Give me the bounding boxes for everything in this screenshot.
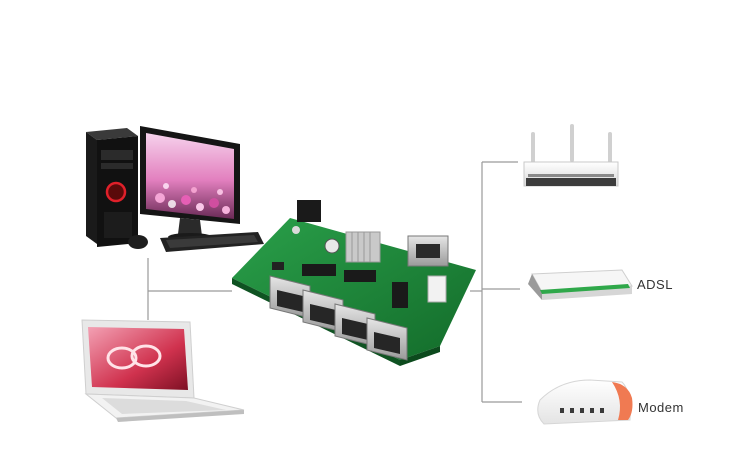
- dc-power-jack: [297, 200, 321, 222]
- pc-monitor: [140, 126, 240, 241]
- rings-icon: [106, 344, 162, 370]
- flower-field-icon: [155, 183, 230, 214]
- power-button-icon: [105, 181, 127, 203]
- adsl-label: ADSL: [637, 277, 673, 292]
- rj45-port-1: [269, 275, 311, 319]
- rj45-port-3: [334, 303, 376, 347]
- mouse: [128, 235, 148, 249]
- desktop-computer: [86, 126, 264, 252]
- rj45-port-4: [366, 317, 408, 361]
- modem-device: [537, 379, 633, 425]
- heatsink: [345, 231, 381, 263]
- laptop-computer: [81, 319, 245, 422]
- wifi-router: [523, 124, 619, 187]
- ethernet-switch-board: [232, 200, 476, 366]
- rj45-port-2: [302, 289, 344, 333]
- connector-lines: [147, 161, 522, 403]
- status-led-icons: [560, 408, 604, 413]
- keyboard: [160, 232, 264, 252]
- adsl-device: [528, 269, 633, 300]
- pin-header: [427, 275, 447, 303]
- antenna-icons: [531, 124, 612, 166]
- uplink-rj45-port: [407, 235, 449, 267]
- pc-tower: [86, 128, 138, 247]
- modem-label: Modem: [638, 400, 684, 415]
